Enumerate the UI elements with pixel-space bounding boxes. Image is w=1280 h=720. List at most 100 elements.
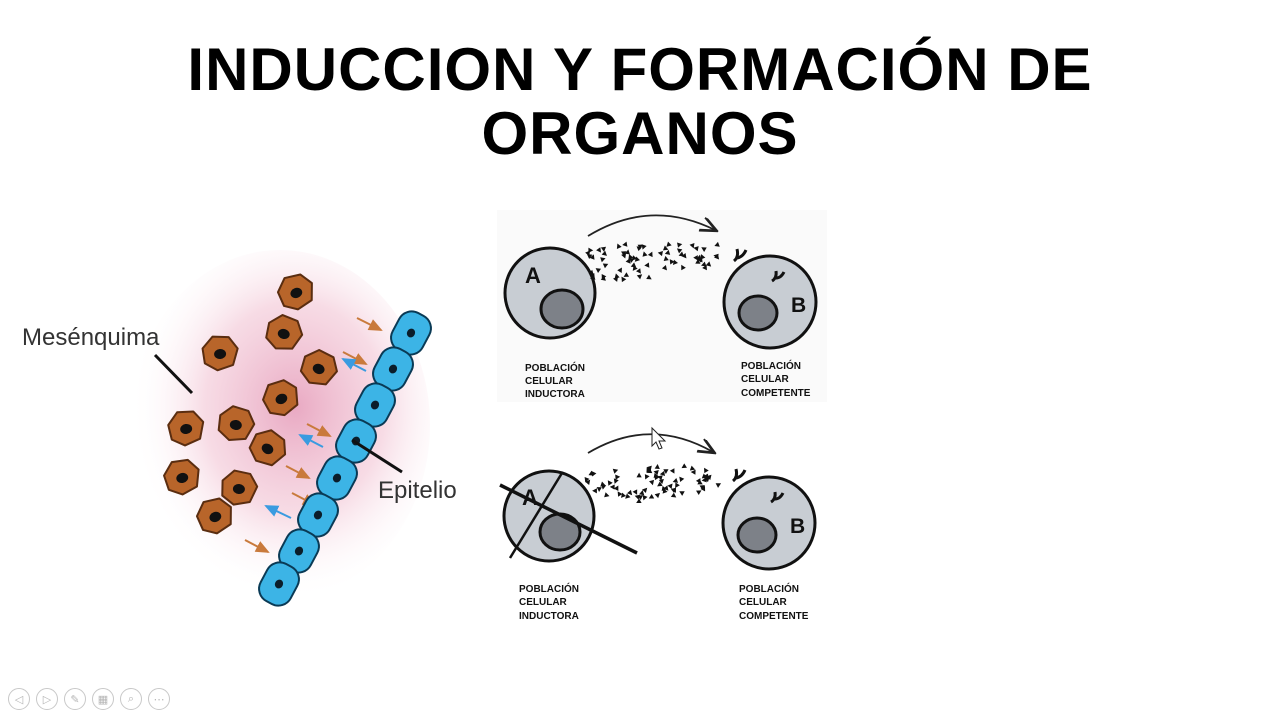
signal-molecule bbox=[689, 465, 696, 471]
mesenquima-pointer-line bbox=[153, 353, 194, 395]
signal-molecule bbox=[617, 267, 622, 273]
signal-molecule bbox=[621, 253, 627, 259]
pen-icon[interactable]: ✎ bbox=[64, 688, 86, 710]
signal-molecule bbox=[647, 251, 653, 258]
signal-molecule bbox=[700, 254, 706, 260]
signal-molecule bbox=[586, 254, 593, 260]
signal-molecule bbox=[641, 244, 647, 250]
signal-molecule bbox=[662, 488, 668, 494]
signal-molecule bbox=[701, 261, 707, 267]
mesenchyme-epithelium-diagram: Mesénquima Epitelio bbox=[22, 250, 457, 607]
mouse-cursor-icon bbox=[651, 426, 667, 450]
signal-molecule bbox=[636, 472, 642, 478]
signal-molecule bbox=[669, 259, 675, 265]
signal-molecule bbox=[646, 467, 652, 473]
mesenchyme-cell bbox=[163, 458, 200, 496]
signal-molecule bbox=[678, 251, 685, 257]
signal-molecule bbox=[625, 493, 631, 499]
signal-molecule bbox=[613, 485, 619, 491]
signal-molecule bbox=[663, 485, 669, 491]
signal-molecule bbox=[676, 248, 683, 254]
induction-panel-top: A B POBLACIÓN CELULAR INDUCTORA POBLACIÓ… bbox=[497, 210, 827, 402]
prev-slide-icon[interactable]: ◁ bbox=[8, 688, 30, 710]
next-slide-icon[interactable]: ▷ bbox=[36, 688, 58, 710]
signal-molecule bbox=[666, 241, 672, 247]
signal-molecule bbox=[642, 487, 648, 494]
signal-molecule bbox=[636, 274, 643, 280]
signal-molecule bbox=[681, 463, 687, 469]
signal-molecule bbox=[630, 262, 637, 268]
signal-molecule bbox=[600, 246, 606, 252]
signal-molecule bbox=[636, 498, 642, 504]
signal-molecules bbox=[584, 463, 722, 504]
competente-label: POBLACIÓN CELULAR COMPETENTE bbox=[741, 359, 811, 399]
signal-molecule bbox=[663, 245, 669, 251]
inductora-label: POBLACIÓN CELULAR INDUCTORA bbox=[519, 582, 582, 622]
signal-molecule bbox=[663, 255, 669, 261]
slideshow-controls: ◁ ▷ ✎ ▦ ⌕ ⋯ bbox=[8, 688, 170, 710]
signal-molecule bbox=[616, 243, 622, 249]
inducing-cell-a-removed bbox=[499, 469, 638, 563]
signal-molecule bbox=[654, 464, 660, 470]
cell-a-label: A bbox=[522, 485, 538, 510]
signal-molecule bbox=[670, 492, 677, 498]
signal-molecule bbox=[646, 465, 652, 471]
signal-molecule bbox=[601, 274, 607, 280]
signal-molecule bbox=[642, 251, 648, 257]
signal-molecule bbox=[704, 467, 709, 474]
signal-molecules bbox=[585, 241, 720, 283]
signal-molecule bbox=[604, 492, 610, 498]
signal-molecule bbox=[621, 251, 627, 256]
signal-molecule bbox=[701, 477, 707, 483]
signal-molecule bbox=[701, 247, 707, 252]
signal-molecule bbox=[672, 259, 678, 266]
mesenchyme-cell bbox=[221, 469, 259, 506]
signal-molecule bbox=[714, 254, 720, 260]
competent-cell-b bbox=[722, 248, 818, 350]
cross-out-line bbox=[499, 483, 638, 555]
signal-molecule bbox=[585, 479, 591, 485]
signal-arrow bbox=[342, 351, 368, 365]
signal-molecule bbox=[675, 482, 680, 489]
signal-molecule bbox=[636, 246, 642, 252]
nucleus bbox=[736, 516, 778, 554]
mesenchyme-cell bbox=[276, 273, 313, 311]
signal-molecule bbox=[649, 479, 655, 486]
signal-molecule bbox=[613, 276, 619, 282]
signal-molecule bbox=[663, 469, 669, 474]
more-options-icon[interactable]: ⋯ bbox=[148, 688, 170, 710]
induction-panel-bottom: A B POBLACIÓN CELULAR INDUCTORA POBLACIÓ… bbox=[499, 433, 817, 622]
signal-molecule bbox=[627, 489, 633, 496]
signal-molecule bbox=[620, 492, 627, 498]
signal-molecule bbox=[617, 491, 623, 497]
signal-arrow bbox=[341, 358, 367, 372]
signal-molecule bbox=[624, 249, 630, 255]
signal-molecule bbox=[644, 474, 650, 480]
signal-molecule bbox=[596, 247, 602, 253]
nucleus bbox=[737, 294, 779, 332]
signal-arrow bbox=[244, 539, 270, 553]
signal-molecule bbox=[657, 481, 663, 487]
signal-arrows bbox=[244, 317, 383, 553]
receptor bbox=[731, 468, 747, 483]
signal-molecule bbox=[659, 470, 665, 477]
signal-molecule bbox=[696, 490, 702, 496]
signal-molecule bbox=[632, 489, 638, 495]
signal-molecule bbox=[670, 488, 676, 494]
signal-molecule bbox=[696, 254, 702, 260]
signal-molecule bbox=[614, 273, 620, 279]
zoom-icon[interactable]: ⌕ bbox=[120, 688, 142, 710]
signal-molecule bbox=[644, 262, 650, 268]
slides-grid-icon[interactable]: ▦ bbox=[92, 688, 114, 710]
title-line-1: INDUCCION Y FORMACIÓN DE bbox=[187, 36, 1093, 103]
signal-molecule bbox=[646, 274, 652, 280]
signal-molecule bbox=[625, 258, 631, 264]
signal-molecule bbox=[664, 249, 671, 255]
mesenchyme-cell bbox=[195, 497, 232, 535]
signal-molecule bbox=[648, 493, 655, 499]
signal-arrow bbox=[298, 434, 324, 448]
signal-molecule bbox=[595, 268, 602, 273]
cross-out-line bbox=[508, 472, 564, 559]
mesenchyme-cell bbox=[167, 410, 205, 447]
